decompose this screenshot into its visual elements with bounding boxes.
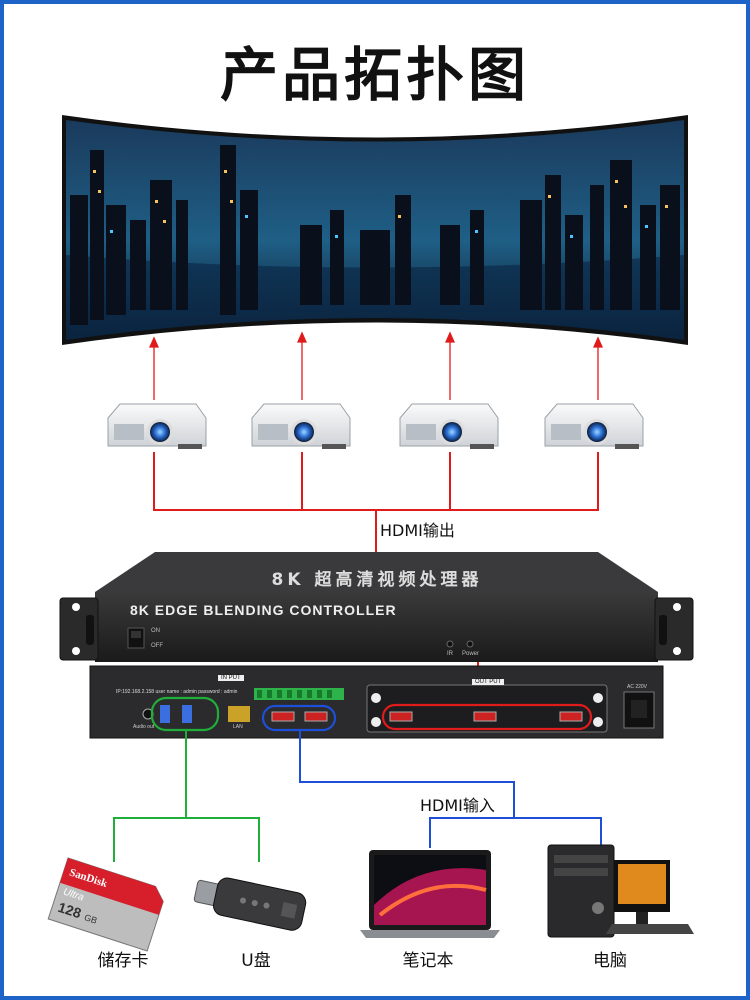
hdmi-out-highlight xyxy=(381,703,593,731)
switch-off-label: OFF xyxy=(151,643,163,649)
projectors xyxy=(107,403,644,449)
device-front-text: 8K EDGE BLENDING CONTROLLER xyxy=(130,602,397,618)
lan-label: LAN xyxy=(233,724,243,730)
laptop-icon xyxy=(360,850,500,938)
switch-on-label: ON xyxy=(151,628,160,634)
projector-1 xyxy=(107,403,207,449)
projection-arrows xyxy=(148,331,604,400)
usb-lines xyxy=(113,730,260,862)
laptop-label: 笔记本 xyxy=(402,951,454,971)
usb-drive-label: U盘 xyxy=(241,951,271,971)
usb-drive-icon xyxy=(193,877,307,931)
page-title: 产品拓扑图 xyxy=(219,41,530,109)
ac-label: AC 220V xyxy=(627,684,648,690)
processor-device xyxy=(59,552,694,739)
hdmi-output-label: HDMI输出 xyxy=(380,521,455,540)
sd-card-capacity: 128 xyxy=(56,899,83,922)
projector-2 xyxy=(251,403,351,449)
input-section-label: IN PUT xyxy=(218,675,244,681)
curved-screen xyxy=(62,115,688,345)
desktop-label: 电脑 xyxy=(593,951,627,971)
ip-info-label: IP:192.168.2.158 user name : admin passw… xyxy=(116,689,238,695)
sd-card-label: 储存卡 xyxy=(97,951,149,971)
hdmi-input-label: HDMI输入 xyxy=(420,796,495,815)
projector-3 xyxy=(399,403,499,449)
power-label: Power xyxy=(462,651,480,657)
sd-card-icon: SanDisk Ultra 128 GB xyxy=(47,857,164,952)
device-top-text: 8K 超高清视频处理器 xyxy=(271,570,483,590)
hdmi-input-lines xyxy=(299,730,602,848)
sd-card-unit: GB xyxy=(83,912,98,926)
ir-label: IR xyxy=(447,651,453,657)
projector-4 xyxy=(544,403,644,449)
audio-out-label: Audio out xyxy=(133,724,155,730)
desktop-icon xyxy=(547,844,694,938)
output-section-label: OUT PUT xyxy=(472,679,505,685)
